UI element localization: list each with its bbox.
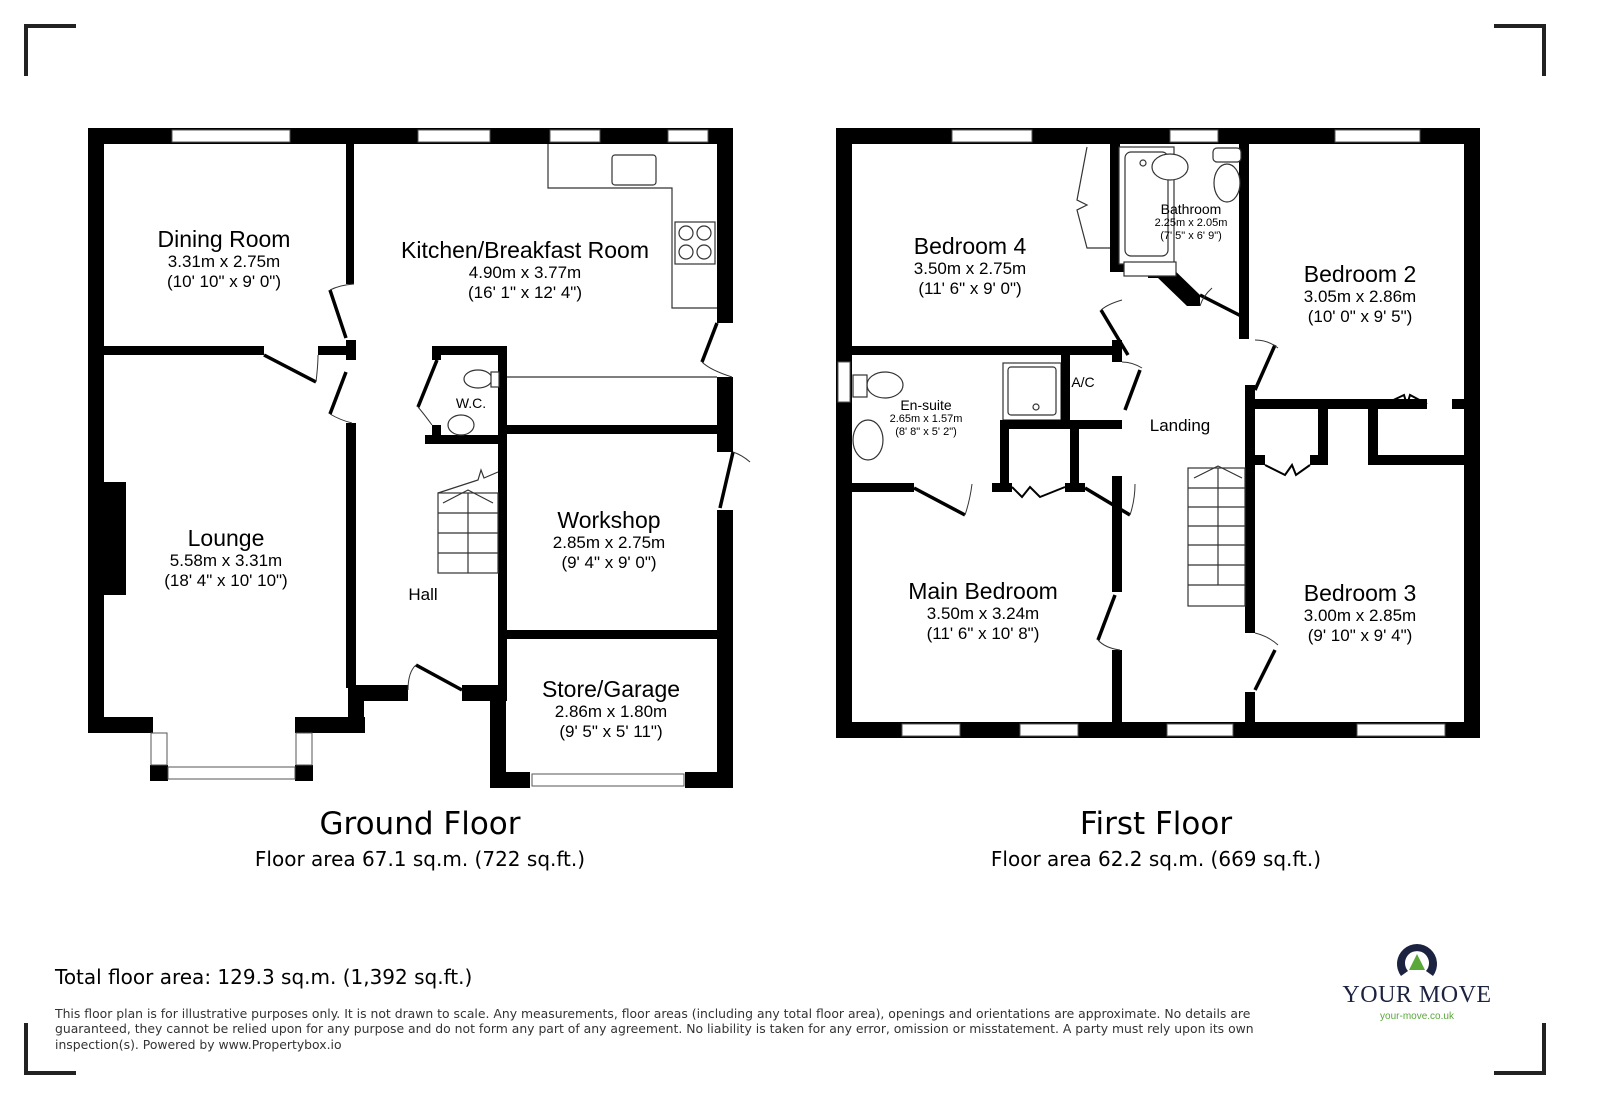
room-name: Bathroom bbox=[1160, 201, 1222, 217]
room-imperial: (18' 4" x 10' 10") bbox=[164, 570, 288, 590]
room-name: Main Bedroom bbox=[908, 578, 1058, 604]
room-imperial: (8' 8" x 5' 2") bbox=[895, 425, 957, 438]
room-name: Landing bbox=[1149, 416, 1211, 435]
floor-title: First Floor bbox=[1079, 806, 1233, 842]
room-metric: 3.50m x 3.24m bbox=[926, 604, 1040, 624]
ground-floor-plan bbox=[88, 128, 751, 788]
room-name: Dining Room bbox=[157, 226, 291, 252]
room-imperial: (10' 0" x 9' 5") bbox=[1307, 306, 1413, 326]
room-bedroom-3: Bedroom 3 3.00m x 2.85m (9' 10" x 9' 4") bbox=[1304, 580, 1417, 646]
floor-area: Floor area 62.2 sq.m. (669 sq.ft.) bbox=[990, 847, 1322, 871]
crop-mark-top-left bbox=[24, 24, 76, 76]
room-bedroom-4: Bedroom 4 3.50m x 2.75m (11' 6" x 9' 0") bbox=[914, 233, 1027, 299]
room-name: Kitchen/Breakfast Room bbox=[400, 237, 650, 263]
room-name: Hall bbox=[408, 585, 438, 604]
room-airing-cupboard: A/C bbox=[1071, 374, 1094, 390]
floor-plan-drawing bbox=[88, 128, 1480, 788]
room-hall: Hall bbox=[408, 585, 437, 605]
room-workshop: Workshop 2.85m x 2.75m (9' 4" x 9' 0") bbox=[553, 507, 665, 573]
room-imperial: (7' 5" x 6' 9") bbox=[1160, 229, 1222, 242]
house-arch-icon bbox=[1397, 944, 1437, 976]
room-landing: Landing bbox=[1150, 416, 1211, 436]
floor-title: Ground Floor bbox=[319, 806, 521, 842]
room-metric: 2.85m x 2.75m bbox=[552, 533, 666, 553]
room-metric: 3.00m x 2.85m bbox=[1303, 606, 1417, 626]
first-floor-plan bbox=[836, 128, 1480, 738]
room-imperial: (9' 4" x 9' 0") bbox=[561, 552, 657, 572]
room-metric: 2.65m x 1.57m bbox=[889, 413, 963, 426]
room-imperial: (11' 6" x 9' 0") bbox=[918, 278, 1022, 298]
room-imperial: (9' 10" x 9' 4") bbox=[1307, 625, 1413, 645]
room-en-suite: En-suite 2.65m x 1.57m (8' 8" x 5' 2") bbox=[890, 397, 963, 438]
room-dining-room: Dining Room 3.31m x 2.75m (10' 10" x 9' … bbox=[158, 226, 291, 292]
room-imperial: (9' 5" x 5' 11") bbox=[559, 721, 663, 741]
disclaimer-text: This floor plan is for illustrative purp… bbox=[55, 1006, 1254, 1052]
first-floor-caption: First Floor Floor area 62.2 sq.m. (669 s… bbox=[991, 804, 1321, 874]
room-metric: 2.86m x 1.80m bbox=[554, 702, 668, 722]
room-lounge: Lounge 5.58m x 3.31m (18' 4" x 10' 10") bbox=[164, 525, 287, 591]
room-store-garage: Store/Garage 2.86m x 1.80m (9' 5" x 5' 1… bbox=[542, 676, 680, 742]
room-metric: 5.58m x 3.31m bbox=[169, 551, 283, 571]
room-wc: W.C. bbox=[456, 395, 486, 411]
crop-mark-bottom-left bbox=[24, 1023, 76, 1075]
room-name: Bedroom 4 bbox=[913, 233, 1027, 259]
room-main-bedroom: Main Bedroom 3.50m x 3.24m (11' 6" x 10'… bbox=[908, 578, 1058, 644]
ground-floor-caption: Ground Floor Floor area 67.1 sq.m. (722 … bbox=[255, 804, 585, 874]
crop-mark-top-right bbox=[1494, 24, 1546, 76]
total-floor-area: Total floor area: 129.3 sq.m. (1,392 sq.… bbox=[55, 965, 473, 989]
brand-url[interactable]: your-move.co.uk bbox=[1380, 1011, 1454, 1022]
room-metric: 2.25m x 2.05m bbox=[1154, 217, 1228, 230]
brand-name: YOUR MOVE bbox=[1342, 982, 1492, 1008]
room-imperial: (11' 6" x 10' 8") bbox=[926, 623, 1040, 643]
room-bathroom: Bathroom 2.25m x 2.05m (7' 5" x 6' 9") bbox=[1155, 201, 1228, 242]
room-name: Store/Garage bbox=[541, 676, 681, 702]
crop-mark-bottom-right bbox=[1494, 1023, 1546, 1075]
room-name: Lounge bbox=[187, 525, 265, 551]
room-metric: 3.31m x 2.75m bbox=[167, 252, 281, 272]
room-name: W.C. bbox=[455, 395, 487, 411]
room-kitchen-breakfast: Kitchen/Breakfast Room 4.90m x 3.77m (16… bbox=[401, 237, 649, 303]
room-name: Bedroom 3 bbox=[1303, 580, 1417, 606]
room-name: A/C bbox=[1071, 374, 1095, 390]
room-name: Workshop bbox=[557, 507, 661, 533]
room-metric: 3.05m x 2.86m bbox=[1303, 287, 1417, 307]
room-metric: 3.50m x 2.75m bbox=[913, 259, 1027, 279]
room-imperial: (16' 1" x 12' 4") bbox=[467, 282, 583, 302]
your-move-logo: YOUR MOVE your-move.co.uk bbox=[1337, 930, 1497, 1022]
room-imperial: (10' 10" x 9' 0") bbox=[166, 271, 282, 291]
floor-area: Floor area 67.1 sq.m. (722 sq.ft.) bbox=[254, 847, 586, 871]
room-metric: 4.90m x 3.77m bbox=[468, 263, 582, 283]
room-name: Bedroom 2 bbox=[1303, 261, 1417, 287]
room-name: En-suite bbox=[900, 397, 952, 413]
room-bedroom-2: Bedroom 2 3.05m x 2.86m (10' 0" x 9' 5") bbox=[1304, 261, 1417, 327]
